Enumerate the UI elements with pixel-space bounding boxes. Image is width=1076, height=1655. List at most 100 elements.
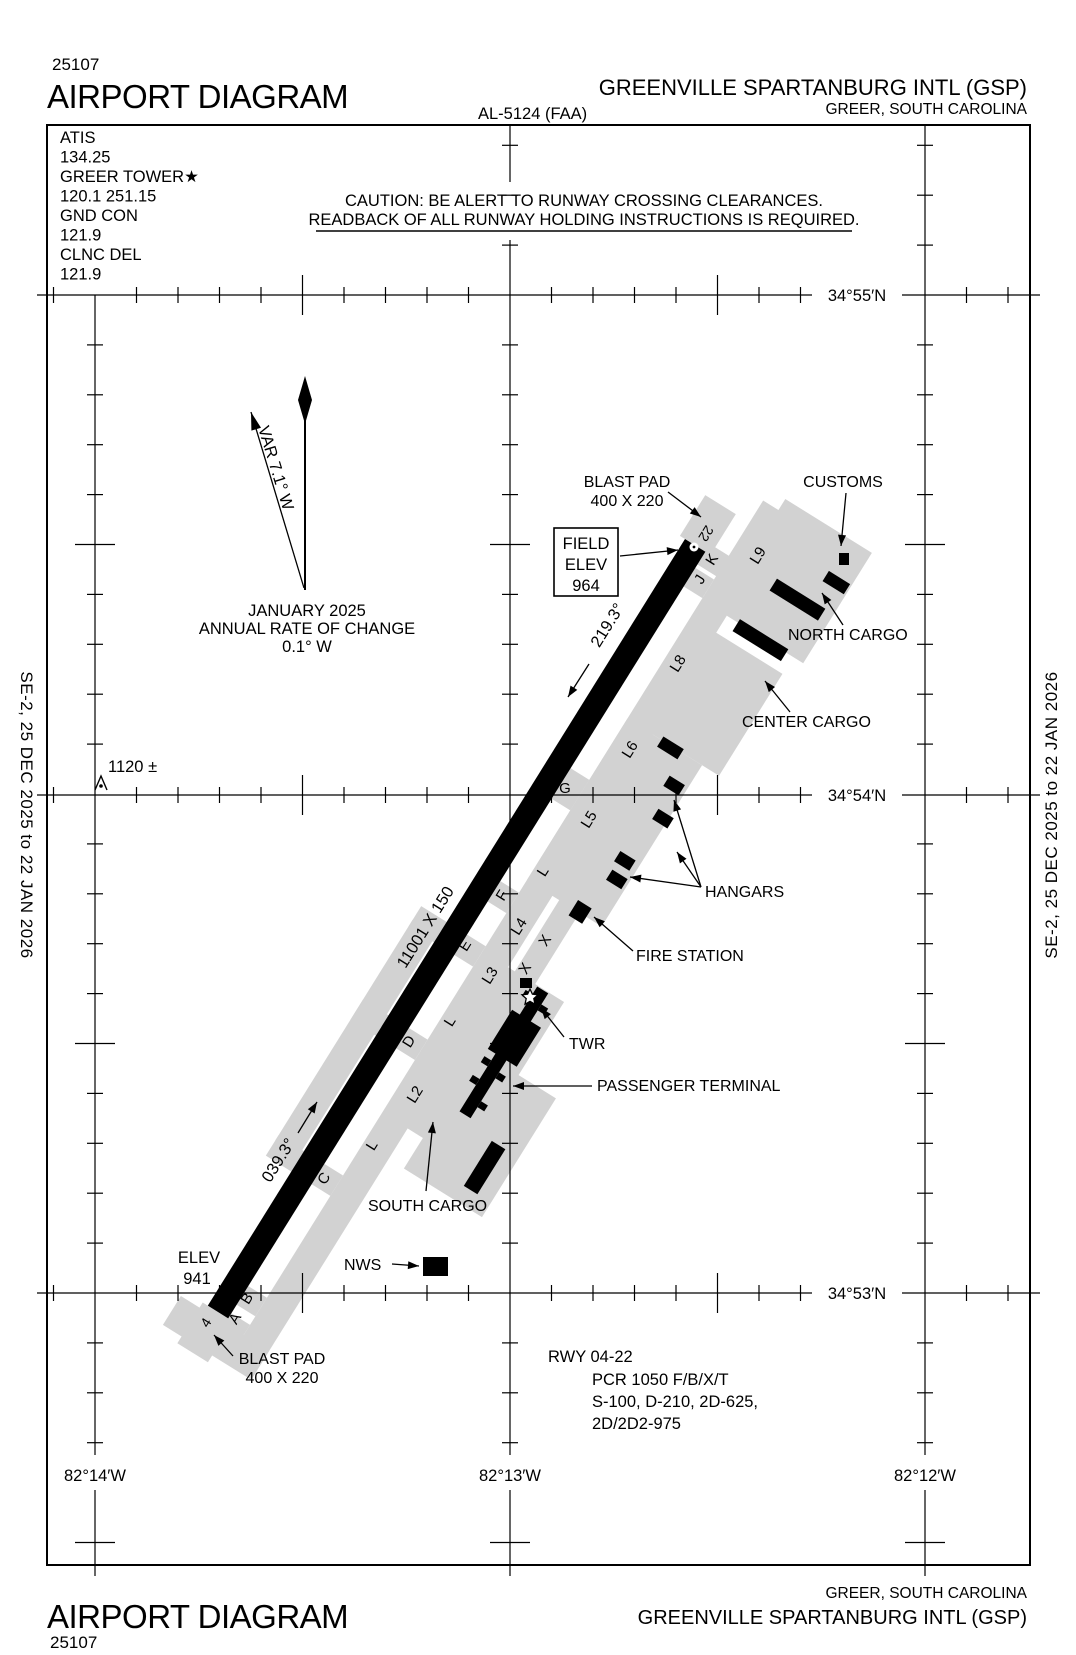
footer-airport-name: GREENVILLE SPARTANBURG INTL (GSP) xyxy=(638,1607,1027,1629)
arrowhead-icon xyxy=(214,1335,225,1346)
arrowhead-icon xyxy=(541,1008,551,1020)
header-airport-name: GREENVILLE SPARTANBURG INTL (GSP) xyxy=(599,75,1027,100)
caution-line1: CAUTION: BE ALERT TO RUNWAY CROSSING CLE… xyxy=(345,192,823,210)
blast-pad-4-dims: 400 X 220 xyxy=(246,1370,319,1387)
taxiway-label-l8: L8 xyxy=(667,652,690,675)
jetway xyxy=(495,1072,506,1083)
hangar-building xyxy=(657,736,684,760)
taxiway-label-l9: L9 xyxy=(747,544,770,567)
north-cargo-apron xyxy=(716,498,872,664)
footer-chart-number: 25107 xyxy=(50,1633,97,1650)
customs-label: CUSTOMS xyxy=(803,474,883,491)
hangar-building xyxy=(606,869,628,890)
service-building xyxy=(520,978,532,988)
runway-number-22: 22 xyxy=(695,523,717,545)
longitude-label-82-13: 82°13′W xyxy=(479,1467,541,1485)
graticule xyxy=(37,125,1040,1576)
south-cargo-building xyxy=(463,1140,506,1195)
field-elev-value: 964 xyxy=(572,577,600,595)
control-tower-icon xyxy=(520,987,540,1006)
jetway xyxy=(480,1056,492,1067)
arrowhead-icon xyxy=(689,507,701,517)
blast-pad-22-dims: 400 X 220 xyxy=(591,493,664,510)
taxiway-label-l6: L6 xyxy=(619,738,642,761)
header-city: GREER, SOUTH CAROLINA xyxy=(825,101,1027,118)
blast-pad-22 xyxy=(679,495,736,555)
nws-building xyxy=(423,1257,448,1276)
taxiway-west xyxy=(275,919,437,1156)
arrowhead-icon xyxy=(513,1082,524,1090)
airfield-black xyxy=(207,539,851,1319)
runway-04-22 xyxy=(207,539,706,1319)
left-margin-edition: SE-2, 25 DEC 2025 to 22 JAN 2026 xyxy=(17,671,36,958)
header-chart-number: 25107 xyxy=(52,55,99,74)
arrowhead-icon xyxy=(677,852,687,864)
taxiway-g xyxy=(548,766,590,811)
arrowhead-icon xyxy=(765,681,776,693)
arrowhead-icon xyxy=(594,917,605,928)
taxiway-label-l4: L4 xyxy=(508,915,531,938)
arrowhead-icon xyxy=(307,1102,317,1114)
taxiway-label-l5: L5 xyxy=(578,808,601,831)
annual-rate-label: ANNUAL RATE OF CHANGE xyxy=(199,620,415,638)
jetway xyxy=(469,1074,480,1086)
fire-station-building xyxy=(568,900,592,924)
comm-frequencies: ATIS 134.25 GREER TOWER★ 120.1 251.15 GN… xyxy=(60,129,199,284)
blast-pad-4-label: BLAST PAD xyxy=(239,1351,326,1368)
runway-info-line1: RWY 04-22 xyxy=(548,1348,633,1366)
taxiway-label-l3: L3 xyxy=(479,964,502,987)
arrowhead-icon xyxy=(838,534,847,546)
map-border xyxy=(46,124,1031,1566)
arrowhead-icon xyxy=(822,593,832,605)
hangar-building xyxy=(652,808,674,829)
north-cargo-building xyxy=(769,578,826,621)
runway-info-line4: 2D/2D2-975 xyxy=(592,1415,681,1433)
runway-end-elevation-dot-center xyxy=(692,545,696,549)
arrowhead-icon xyxy=(568,685,578,697)
comm-line: GREER TOWER★ xyxy=(60,168,199,186)
comm-line: CLNC DEL xyxy=(60,246,142,264)
latitude-label-34-53: 34°53′N xyxy=(828,1285,886,1303)
magnetic-north-arrowhead-icon xyxy=(251,412,261,431)
longitude-label-82-12: 82°12′W xyxy=(894,1467,956,1485)
taxiway-label-l2: L2 xyxy=(404,1083,427,1106)
customs-area-building xyxy=(822,570,851,595)
obstruction-elevation: 1120 ± xyxy=(108,758,157,776)
hangar-building xyxy=(663,775,685,796)
header-title: AIRPORT DIAGRAM xyxy=(47,78,348,115)
runway-info-line3: S-100, D-210, 2D-625, xyxy=(592,1393,758,1411)
obstruction-icon xyxy=(94,774,108,791)
blast-pad-22-label: BLAST PAD xyxy=(584,474,671,491)
hangar-apron xyxy=(526,718,703,927)
terminal-main-building xyxy=(487,1009,541,1067)
arrowhead-icon xyxy=(630,874,642,883)
latitude-label-34-54: 34°54′N xyxy=(828,787,886,805)
footer-title: AIRPORT DIAGRAM xyxy=(47,1598,348,1635)
header-procedure-id: AL-5124 (FAA) xyxy=(478,105,587,123)
field-elev-box: FIELD ELEV 964 xyxy=(553,527,619,597)
variation-label: VAR 7.1° W xyxy=(254,424,297,513)
latitude-label-34-55: 34°55′N xyxy=(828,287,886,305)
comm-line: 121.9 xyxy=(60,266,101,284)
leader-arrows xyxy=(213,491,847,1357)
longitude-label-82-14: 82°14′W xyxy=(64,1467,126,1485)
comm-line: ATIS xyxy=(60,129,95,147)
rwy4-elev-value: 941 xyxy=(183,1270,211,1288)
right-margin-edition: SE-2, 25 DEC 2025 to 22 JAN 2026 xyxy=(1042,671,1061,958)
obstruction-dot xyxy=(99,784,103,788)
passenger-terminal-label: PASSENGER TERMINAL xyxy=(597,1078,781,1095)
comm-line: GND CON xyxy=(60,207,138,225)
comm-line: 121.9 xyxy=(60,227,101,245)
variation-date: JANUARY 2025 xyxy=(248,602,366,620)
taxiway-label-g: G xyxy=(559,780,571,797)
rwy4-elev-label: ELEV xyxy=(178,1249,220,1267)
footer-city: GREER, SOUTH CAROLINA xyxy=(825,1585,1027,1602)
annual-rate-value: 0.1° W xyxy=(282,638,332,656)
center-cargo-building xyxy=(732,619,789,662)
comm-line: 120.1 251.15 xyxy=(60,188,156,206)
arrowhead-icon xyxy=(427,1122,436,1134)
arrowhead-icon xyxy=(407,1261,419,1270)
south-cargo-label: SOUTH CARGO xyxy=(368,1198,487,1215)
